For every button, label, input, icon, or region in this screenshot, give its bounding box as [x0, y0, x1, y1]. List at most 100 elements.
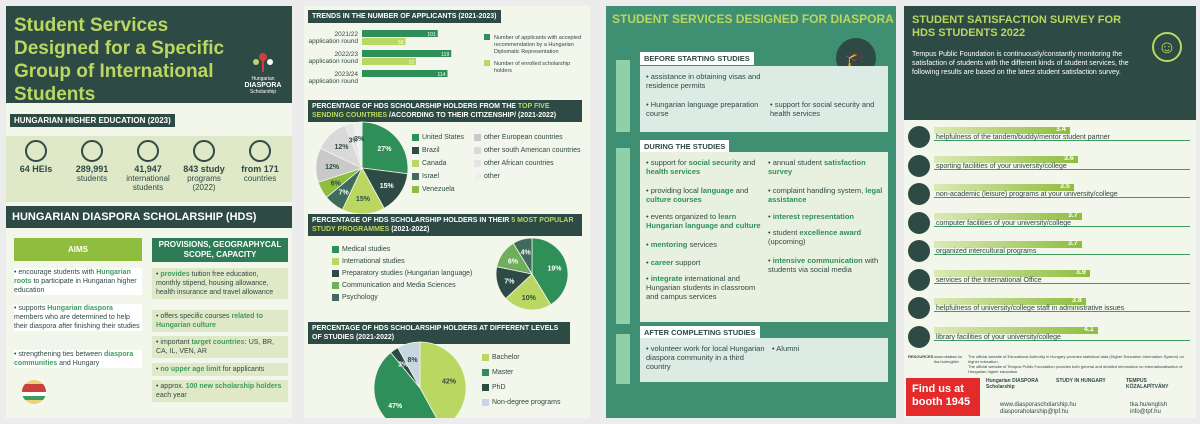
survey-item-icon — [908, 325, 930, 348]
legend-label: Number of enrolled scholarship — [494, 61, 570, 67]
graduate-icon — [137, 140, 159, 162]
legend-item: Canada — [412, 158, 447, 170]
aims-header: AIMS — [14, 238, 142, 261]
pie-value-label: 10% — [522, 295, 537, 302]
during-header: DURING THE STUDIES — [640, 140, 730, 153]
survey-score-bar — [934, 127, 1070, 134]
pie-value-label: 8% — [408, 357, 419, 364]
legend-swatch — [332, 257, 339, 265]
provision-item: • offers specific courses related to Hun… — [152, 310, 288, 332]
survey-item-label: non-academic (leisure) programs at your … — [936, 191, 1118, 198]
levels-pie-chart: 42%47%3%8% — [373, 341, 467, 418]
survey-score-label: 3.5 — [1060, 183, 1070, 190]
during-item: • intensive communication with students … — [768, 256, 879, 274]
legend-label: Master — [492, 369, 514, 376]
legend-swatch — [474, 172, 481, 180]
after-item: • volunteer work for local Hungarian dia… — [646, 344, 765, 371]
legend-item: Brazil — [412, 145, 440, 157]
legend-label: Brazil — [422, 147, 440, 154]
survey-item-label: organized intercultural programs — [936, 248, 1037, 255]
panel-statistics: TRENDS IN THE NUMBER OF APPLICANTS (2021… — [304, 6, 590, 418]
countries-header: PERCENTAGE OF HDS SCHOLARSHIP HOLDERS FR… — [308, 100, 582, 122]
legend-label: PhD — [492, 384, 506, 391]
diaspora-logo: Hungarian DIASPORA Scholarship — [240, 52, 286, 95]
legend-swatch — [412, 185, 419, 193]
timeline-arrow — [616, 60, 630, 132]
survey-item-label: helpfulness of university/college staff … — [936, 305, 1125, 312]
resources-block: RESOURCES www.oktatas.hu tka.hu/english … — [908, 354, 1184, 374]
legend-item: Preparatory studies (Hungarian language) — [332, 268, 472, 280]
pie-value-label: 47% — [388, 403, 403, 410]
legend-label: Non-degree programs — [492, 399, 561, 406]
before-item: • support for social security and health… — [770, 100, 875, 118]
divider — [934, 197, 1190, 198]
legend-item: other — [474, 171, 500, 183]
survey-item-icon — [908, 268, 930, 291]
survey-header: STUDENT SATISFACTION SURVEY FOR HDS STUD… — [904, 6, 1196, 120]
provision-item: • important target countries: US, BR, CA… — [152, 336, 288, 358]
pie-value-label: 19% — [548, 266, 563, 273]
pie-value-label: 12% — [325, 164, 340, 171]
survey-score-bar — [934, 298, 1086, 305]
pie-value-label: 3% — [349, 137, 360, 144]
legend-item: Psychology — [332, 292, 472, 304]
before-item: • Hungarian language preparation course — [646, 100, 759, 118]
bar — [362, 38, 406, 45]
provision-item: • approx. 100 new scholarship holders ea… — [152, 380, 288, 402]
divider — [934, 311, 1190, 312]
legend-label: other European countries — [484, 134, 563, 141]
divider — [934, 254, 1190, 255]
legend-swatch — [412, 146, 419, 154]
timeline-arrow — [616, 334, 630, 384]
pie-value-label: 6% — [331, 180, 342, 187]
legend-label: Bachelor — [492, 354, 520, 361]
booth-badge: Find us at booth 1945 — [906, 378, 980, 416]
aim-item: • encourage students with Hungarian root… — [14, 268, 142, 295]
survey-score-label: 3.8 — [1072, 297, 1082, 304]
legend-label: United States — [422, 134, 465, 141]
bar-value-label: 101 — [427, 32, 436, 38]
contact-right[interactable]: tka.hu/english info@tpf.hu — [1130, 402, 1168, 415]
survey-score-bar — [934, 212, 1082, 220]
after-item: • Alumni — [772, 344, 800, 353]
legend-swatch — [484, 60, 490, 66]
survey-item-icon — [908, 183, 930, 205]
pie-slice — [361, 121, 409, 175]
survey-intro: Tempus Public Foundation is continuously… — [912, 51, 1129, 76]
contact-left[interactable]: www.diasporascholarship.hu diasporaholar… — [1000, 402, 1077, 415]
legend-label: holders — [494, 68, 512, 74]
legend-swatch — [332, 269, 339, 277]
provision-item: • no upper age limit for applicants — [152, 363, 288, 376]
legend-item: International studies — [332, 256, 472, 268]
pie-slice — [373, 351, 437, 418]
pie-slice — [419, 341, 467, 418]
partner-logos: Hungarian DIASPORA Scholarship STUDY IN … — [986, 378, 1192, 398]
during-item: • integrate international and Hungarian … — [646, 274, 756, 301]
legend-item: Communication and Media Sciences — [332, 280, 472, 292]
during-item: • student excellence award (upcoming) — [768, 228, 862, 246]
pie-slice — [512, 237, 533, 276]
divider — [934, 339, 1190, 341]
pie-value-label: 15% — [380, 183, 395, 190]
bar-category-label: 2022/23 — [335, 51, 359, 58]
stat-heis: 64 HEIs — [8, 140, 64, 174]
legend-label: Medical studies — [342, 246, 391, 253]
legend-swatch — [474, 146, 481, 154]
legend-swatch — [474, 159, 481, 167]
divider — [934, 140, 1190, 141]
survey-score-label: 4.1 — [1084, 325, 1094, 333]
pie-value-label: 7% — [504, 278, 515, 285]
after-header: AFTER COMPLETING STUDIES — [640, 326, 760, 339]
pie-value-label: 27% — [377, 146, 392, 153]
hero-banner: Student Services Designed for a Specific… — [6, 6, 292, 105]
legend-swatch — [484, 34, 490, 40]
legend-label: recommendation by a Hungarian — [494, 42, 574, 48]
pie-value-label: 3% — [398, 361, 409, 368]
he-header: HUNGARIAN HIGHER EDUCATION (2023) — [10, 114, 175, 127]
legend-label: Preparatory studies (Hungarian language) — [342, 270, 473, 277]
